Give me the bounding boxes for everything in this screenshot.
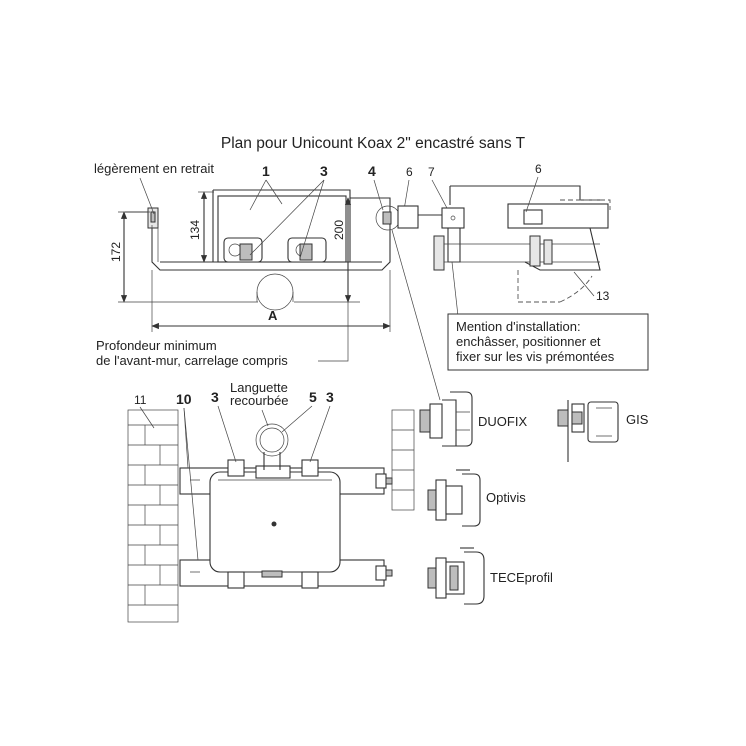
dimension-200: 200 — [332, 220, 346, 240]
dimension-172: 172 — [109, 242, 123, 262]
dimension-a: A — [268, 308, 278, 323]
optivis-bracket — [427, 469, 481, 527]
teceprofil-bracket — [427, 547, 485, 605]
callout-3-bottom-right: 3 — [326, 389, 334, 405]
system-optivis: Optivis — [486, 490, 526, 505]
callout-3-bottom-left: 3 — [211, 389, 219, 405]
depth-label-line1: Profondeur minimum — [96, 338, 217, 353]
tab-label-line2: recourbée — [230, 393, 289, 408]
system-duofix: DUOFIX — [478, 414, 527, 429]
recess-label: légèrement en retrait — [94, 161, 214, 176]
callout-5: 5 — [309, 389, 317, 405]
tile-column — [127, 409, 179, 623]
callout-6-right: 6 — [535, 162, 542, 176]
front-view: 11 10 3 Languette recourbée 5 3 — [127, 380, 393, 623]
mounting-systems: DUOFIX GIS Optivis — [391, 391, 649, 605]
note-line2: enchâsser, positionner et — [456, 334, 601, 349]
note-line1: Mention d'installation: — [456, 319, 581, 334]
callout-11: 11 — [134, 393, 147, 407]
diagram-title: Plan pour Unicount Koax 2" encastré sans… — [221, 135, 526, 152]
duofix-bracket — [419, 391, 473, 447]
callout-4: 4 — [368, 163, 376, 179]
callout-1: 1 — [262, 163, 270, 179]
installation-note-box — [447, 313, 649, 371]
system-teceprofil: TECEprofil — [490, 570, 553, 585]
callout-10: 10 — [176, 391, 192, 407]
depth-label-line2: de l'avant-mur, carrelage compris — [96, 353, 288, 368]
note-line3: fixer sur les vis prémontées — [456, 349, 615, 364]
callout-6-left: 6 — [406, 165, 413, 179]
gis-bracket — [557, 400, 619, 462]
callout-3-top: 3 — [320, 163, 328, 179]
system-gis: GIS — [626, 412, 649, 427]
callout-13: 13 — [596, 289, 610, 303]
callout-7: 7 — [428, 165, 435, 179]
side-detail-view: 4 6 7 6 13 Mention d'installation: — [368, 162, 649, 401]
section-view: 1 3 légèrement en retrait 172 134 200 A … — [94, 161, 391, 368]
dimension-134: 134 — [188, 220, 202, 240]
tab-label-line1: Languette — [230, 380, 288, 395]
